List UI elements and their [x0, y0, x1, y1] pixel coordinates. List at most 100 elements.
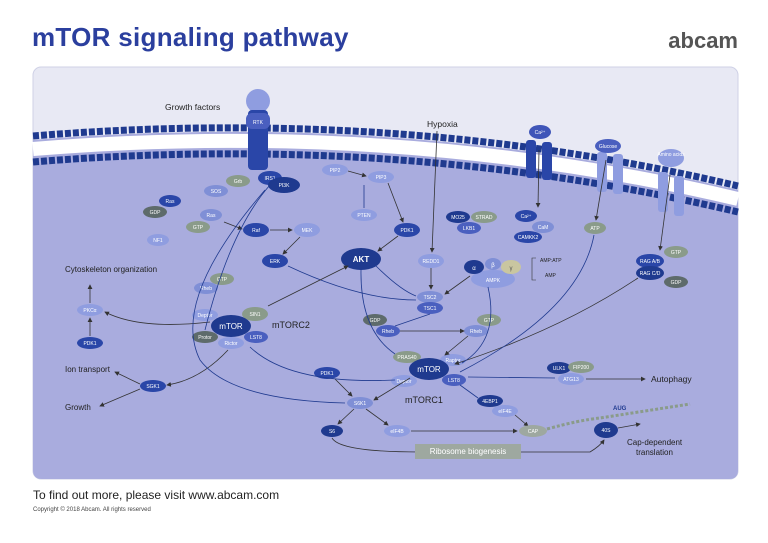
- node-mtor2: mTOR: [211, 315, 251, 337]
- node-cap: CAP: [519, 425, 547, 437]
- svg-text:PRAS40: PRAS40: [397, 355, 416, 361]
- svg-text:GDP: GDP: [370, 318, 382, 324]
- svg-text:Rheb: Rheb: [200, 286, 212, 292]
- hypoxia-label: Hypoxia: [427, 119, 458, 129]
- node-erk: ERK: [262, 254, 288, 268]
- node-ampk: α γ β AMPK: [464, 258, 521, 288]
- node-pdk1-left: PDK1: [77, 337, 103, 349]
- svg-text:GTP: GTP: [217, 277, 228, 283]
- svg-text:MEK: MEK: [302, 228, 314, 234]
- node-protor: Protor: [192, 331, 218, 343]
- svg-text:γ: γ: [510, 266, 513, 272]
- svg-text:Rheb: Rheb: [382, 329, 394, 335]
- node-pkca: PKCα: [77, 304, 103, 316]
- svg-text:LST8: LST8: [448, 378, 460, 384]
- svg-text:Glucose: Glucose: [599, 144, 618, 150]
- node-fip200: FIP200: [568, 361, 594, 373]
- node-deptor2: Deptor: [192, 309, 218, 321]
- svg-text:β: β: [491, 263, 495, 269]
- svg-text:RAG A/B: RAG A/B: [640, 259, 661, 265]
- svg-text:GDP: GDP: [150, 210, 162, 216]
- svg-text:RAG C/D: RAG C/D: [640, 271, 661, 277]
- node-rheb-gtp-left: GTP: [210, 273, 234, 285]
- node-pten: PTEN: [351, 209, 377, 221]
- svg-text:ERK: ERK: [270, 259, 281, 265]
- cap-dep-label-2: translation: [636, 448, 673, 457]
- svg-text:AKT: AKT: [353, 255, 370, 264]
- node-gtp-rheb-r: GTP: [477, 314, 501, 326]
- node-sgk1: SGK1: [140, 380, 166, 392]
- svg-text:PTEN: PTEN: [357, 213, 371, 219]
- cell-membrane: [32, 124, 740, 216]
- rtk-receptor: RTK: [246, 89, 270, 170]
- svg-text:GTP: GTP: [193, 225, 204, 231]
- node-rictor: Rictor: [218, 337, 244, 349]
- svg-text:AMPK: AMPK: [486, 278, 501, 284]
- node-gdp-rheb: GDP: [363, 314, 387, 326]
- node-camkk2: CAMKK2: [514, 231, 542, 243]
- node-ca-in: Ca²⁺: [515, 210, 537, 222]
- svg-text:S6K1: S6K1: [354, 401, 366, 407]
- footer-cta[interactable]: To find out more, please visit www.abcam…: [33, 488, 280, 502]
- node-gtp: GTP: [186, 221, 210, 233]
- amp-label: AMP: [545, 273, 557, 279]
- svg-text:S6: S6: [329, 429, 335, 435]
- node-rheb-mid: Rheb: [376, 325, 400, 337]
- svg-text:Raf: Raf: [252, 228, 260, 234]
- node-atp: ATP: [584, 222, 606, 234]
- svg-text:α: α: [472, 266, 476, 272]
- node-pi3k: PI3K: [268, 177, 300, 193]
- svg-text:TSC1: TSC1: [424, 306, 437, 312]
- svg-text:Rictor: Rictor: [224, 341, 237, 347]
- node-raf: Raf: [243, 223, 269, 237]
- node-sos: SOS: [204, 185, 228, 197]
- svg-text:4EBP1: 4EBP1: [482, 399, 498, 405]
- svg-text:GTP: GTP: [484, 318, 495, 324]
- svg-text:Amino acids: Amino acids: [657, 152, 685, 158]
- ion-transport-label: Ion transport: [65, 365, 111, 374]
- svg-text:NF1: NF1: [153, 238, 163, 244]
- svg-text:FIP200: FIP200: [573, 365, 589, 371]
- node-ras-gtp: Ras: [200, 209, 222, 221]
- svg-text:PDK1: PDK1: [320, 371, 333, 377]
- svg-text:mTOR: mTOR: [219, 322, 243, 331]
- svg-text:LST8: LST8: [250, 335, 262, 341]
- svg-text:GDP: GDP: [671, 280, 683, 286]
- svg-text:Ras: Ras: [166, 199, 175, 205]
- node-lkb1: LKB1: [457, 222, 481, 234]
- cap-dep-label-1: Cap-dependent: [627, 438, 683, 447]
- mtorc1-label: mTORC1: [405, 395, 443, 405]
- node-pip3: PIP3: [368, 171, 394, 183]
- svg-text:PIP3: PIP3: [376, 175, 387, 181]
- svg-text:Deptor: Deptor: [197, 313, 212, 319]
- node-deptor1: Deptor: [391, 375, 417, 387]
- svg-text:PI3K: PI3K: [279, 183, 291, 189]
- svg-text:ATP: ATP: [590, 226, 600, 232]
- svg-text:PDK1: PDK1: [83, 341, 96, 347]
- svg-text:SOS: SOS: [211, 189, 222, 195]
- growth-factors-label: Growth factors: [165, 102, 220, 112]
- ribosome-biogenesis-box: [415, 444, 521, 459]
- node-s6k1: S6K1: [347, 397, 373, 409]
- svg-text:REDD1: REDD1: [423, 259, 440, 265]
- svg-text:Raptor: Raptor: [445, 358, 460, 364]
- node-atg13: ATG13: [558, 373, 584, 385]
- svg-text:ULK1: ULK1: [553, 366, 566, 372]
- node-rag-ab: RAG A/B: [636, 254, 664, 268]
- node-cam: CaM: [532, 221, 554, 233]
- node-mek: MEK: [294, 223, 320, 237]
- node-tsc2: TSC2: [417, 291, 443, 303]
- svg-text:mTOR: mTOR: [417, 365, 441, 374]
- node-40s: 40S: [594, 422, 618, 438]
- svg-text:SIN1: SIN1: [249, 312, 260, 318]
- svg-text:ATG13: ATG13: [563, 377, 579, 383]
- svg-text:CAP: CAP: [528, 429, 539, 435]
- node-lst8-1: LST8: [442, 374, 466, 386]
- svg-text:MO25: MO25: [451, 215, 465, 221]
- node-4ebp1: 4EBP1: [477, 395, 503, 407]
- calcium-channel: Ca²⁺: [526, 125, 552, 208]
- svg-text:Ca²⁺: Ca²⁺: [521, 214, 532, 220]
- node-nf1: NF1: [147, 234, 169, 246]
- node-ulk1: ULK1: [547, 362, 571, 374]
